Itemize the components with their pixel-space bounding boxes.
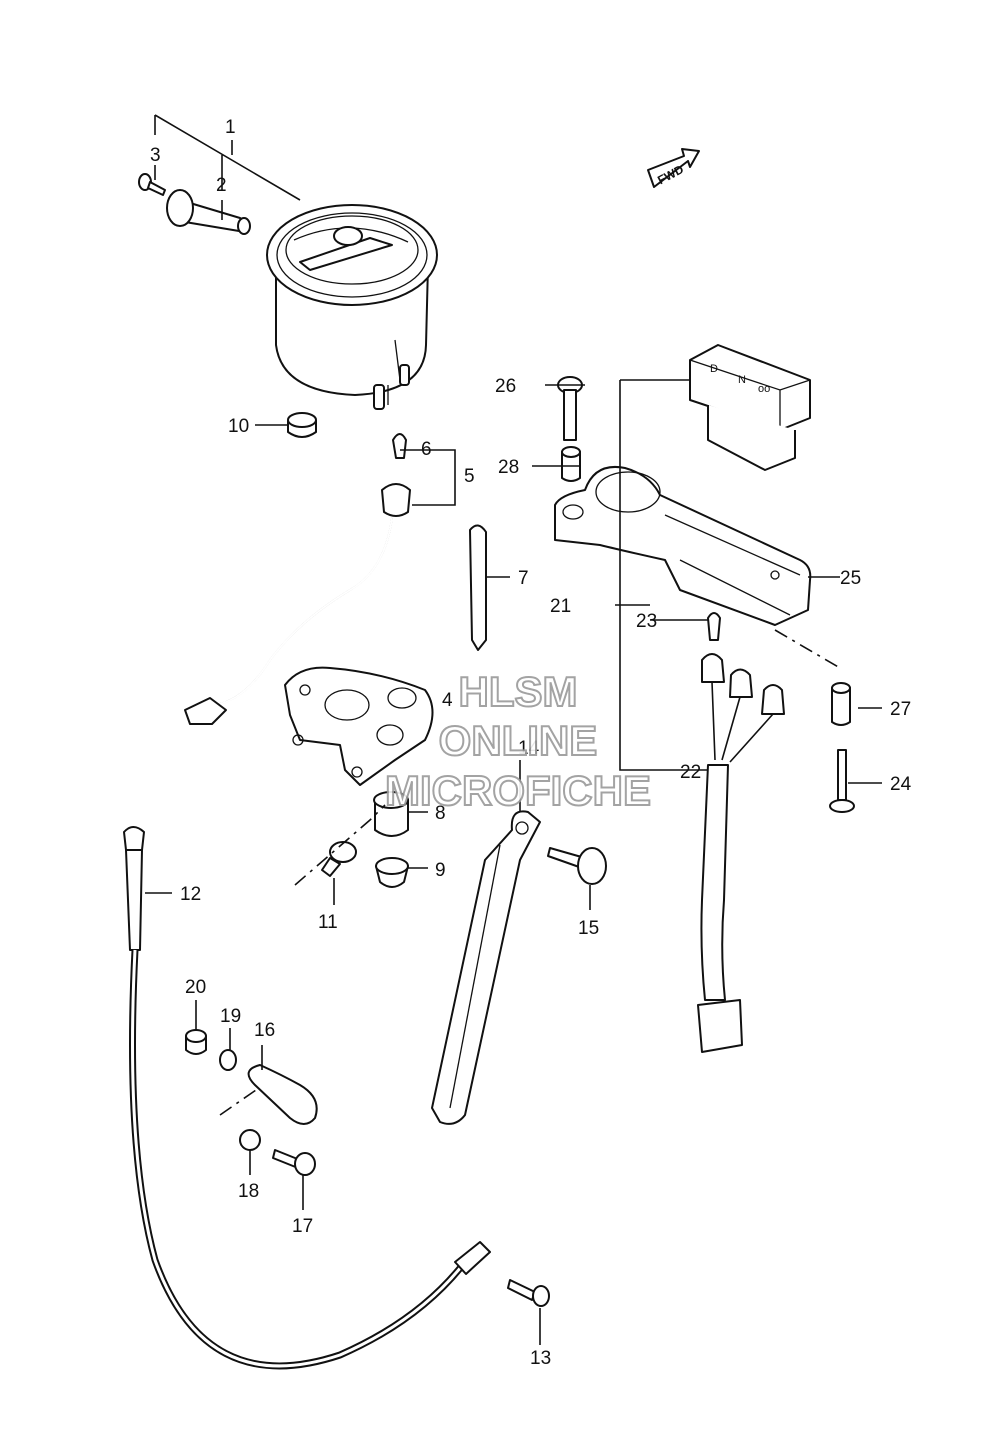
bulb-23 bbox=[707, 612, 721, 641]
callout-21: 21 bbox=[550, 596, 571, 617]
callout-19: 19 bbox=[220, 1006, 241, 1027]
callout-28: 28 bbox=[498, 457, 519, 478]
collar-27 bbox=[831, 682, 851, 726]
indicator-panel: D N oo bbox=[689, 344, 811, 471]
callout-11: 11 bbox=[318, 912, 338, 933]
callout-17: 17 bbox=[292, 1216, 313, 1237]
callout-23: 23 bbox=[636, 611, 657, 632]
callout-12: 12 bbox=[180, 884, 201, 905]
screw-3 bbox=[138, 173, 166, 196]
panel-case-25 bbox=[554, 466, 812, 626]
nut-9 bbox=[375, 857, 409, 888]
callout-22: 22 bbox=[680, 762, 701, 783]
callout-10: 10 bbox=[228, 416, 249, 437]
callout-26: 26 bbox=[495, 376, 516, 397]
callout-13: 13 bbox=[530, 1348, 551, 1369]
clamp-16 bbox=[247, 1064, 318, 1125]
callout-24: 24 bbox=[890, 774, 912, 795]
callout-1: 1 bbox=[225, 117, 236, 138]
screw-13 bbox=[507, 1279, 550, 1307]
watermark-line-3: MICROFICHE bbox=[385, 767, 651, 814]
callout-27: 27 bbox=[890, 699, 911, 720]
callout-14: 14 bbox=[518, 738, 540, 759]
panel-symbol-n: N bbox=[738, 374, 746, 386]
screw-26 bbox=[557, 376, 583, 441]
callout-4: 4 bbox=[442, 690, 453, 711]
washer-19 bbox=[219, 1049, 237, 1071]
bolt-11 bbox=[321, 841, 357, 877]
callout-8: 8 bbox=[435, 803, 446, 824]
screw-24 bbox=[829, 749, 855, 813]
callout-25: 25 bbox=[840, 568, 861, 589]
callout-18: 18 bbox=[238, 1181, 259, 1202]
collar-28 bbox=[561, 446, 581, 482]
speedo-cable-12 bbox=[123, 826, 491, 1370]
panel-symbol-oo: oo bbox=[758, 383, 770, 395]
callout-6: 6 bbox=[421, 439, 432, 460]
watermark: HLSM ONLINE MICROFICHE bbox=[384, 667, 652, 815]
nut-20 bbox=[185, 1029, 207, 1055]
callout-9: 9 bbox=[435, 860, 446, 881]
grommet-8 bbox=[373, 791, 409, 837]
cable-tie-7 bbox=[469, 524, 487, 651]
cap-10 bbox=[287, 412, 317, 438]
callout-labels: 1 2 3 4 5 6 7 8 9 10 11 12 13 14 15 16 1… bbox=[150, 117, 912, 1369]
callout-3: 3 bbox=[150, 145, 161, 166]
harness-22 bbox=[697, 653, 785, 1053]
trip-knob bbox=[166, 189, 251, 235]
meter-assembly bbox=[266, 204, 438, 410]
stay-14 bbox=[431, 810, 541, 1125]
watermark-line-2: ONLINE bbox=[439, 717, 598, 764]
callout-5: 5 bbox=[464, 466, 475, 487]
callout-16: 16 bbox=[254, 1020, 275, 1041]
leader-lines bbox=[145, 114, 882, 1345]
fwd-arrow-icon: FWD bbox=[647, 148, 700, 188]
socket-wire-5 bbox=[184, 483, 411, 725]
screw-17 bbox=[272, 1149, 316, 1176]
panel-symbol-d: D bbox=[710, 363, 718, 375]
washer-18 bbox=[239, 1129, 261, 1151]
callout-7: 7 bbox=[518, 568, 529, 589]
callout-2: 2 bbox=[216, 175, 227, 196]
watermark-line-1: HLSM bbox=[459, 668, 578, 715]
bolt-15 bbox=[547, 847, 607, 885]
bulb-6 bbox=[392, 433, 407, 459]
bracket-4 bbox=[284, 666, 434, 786]
callout-20: 20 bbox=[185, 977, 206, 998]
callout-15: 15 bbox=[578, 918, 599, 939]
